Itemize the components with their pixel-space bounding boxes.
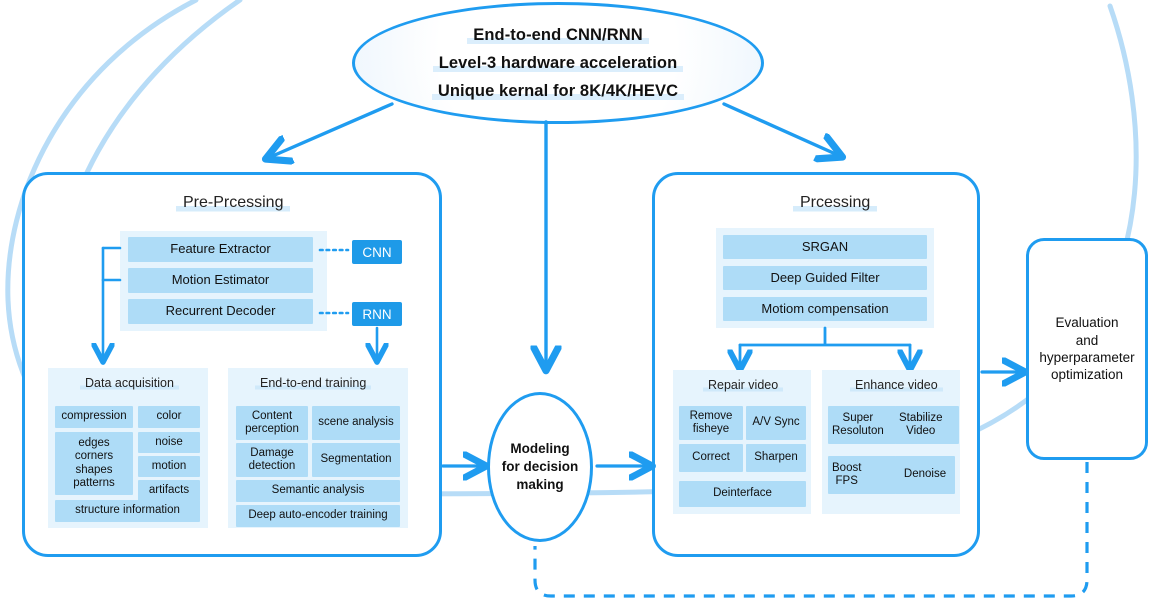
accent-cnn[interactable]: CNN bbox=[352, 240, 402, 264]
accent-rnn[interactable]: RNN bbox=[352, 302, 402, 326]
chip-noise[interactable]: noise bbox=[138, 432, 200, 453]
module-motion-estimator[interactable]: Motion Estimator bbox=[128, 268, 313, 293]
module-srgan[interactable]: SRGAN bbox=[723, 235, 927, 259]
module-motion-compensation[interactable]: Motiom compensation bbox=[723, 297, 927, 321]
chip-artifacts[interactable]: artifacts bbox=[138, 480, 200, 501]
chip-denoise[interactable]: Denoise bbox=[895, 456, 955, 494]
chip-super-resolution[interactable]: Super Resoluton bbox=[828, 406, 896, 444]
chip-compression[interactable]: compression bbox=[55, 406, 133, 428]
modeling-ellipse: Modeling for decision making bbox=[487, 392, 593, 542]
enhance-video-title: Enhance video bbox=[850, 378, 943, 392]
training-title: End-to-end training bbox=[255, 376, 372, 390]
chip-damage-detection[interactable]: Damage detection bbox=[236, 443, 308, 477]
hero-line-3: Unique kernal for 8K/4K/HEVC bbox=[431, 81, 685, 101]
hero-ellipse: End-to-end CNN/RNN Level-3 hardware acce… bbox=[352, 2, 764, 124]
module-recurrent-decoder[interactable]: Recurrent Decoder bbox=[128, 299, 313, 324]
chip-stabilize-video[interactable]: Stabilize Video bbox=[895, 406, 959, 444]
module-deep-guided-filter[interactable]: Deep Guided Filter bbox=[723, 266, 927, 290]
evaluation-label: Evaluation and hyperparameter optimizati… bbox=[1039, 315, 1135, 383]
chip-structure-information[interactable]: structure information bbox=[55, 500, 200, 522]
chip-segmentation[interactable]: Segmentation bbox=[312, 443, 400, 477]
chip-deep-auto-encoder-training[interactable]: Deep auto-encoder training bbox=[236, 505, 400, 527]
arrow-hero-to-processing bbox=[722, 102, 840, 156]
hero-line-1: End-to-end CNN/RNN bbox=[467, 25, 649, 45]
chip-remove-fisheye[interactable]: Remove fisheye bbox=[679, 406, 743, 440]
evaluation-box: Evaluation and hyperparameter optimizati… bbox=[1026, 238, 1148, 460]
arrow-hero-to-preprocessing bbox=[268, 102, 394, 158]
chip-scene-analysis[interactable]: scene analysis bbox=[312, 406, 400, 440]
hero-line-2: Level-3 hardware acceleration bbox=[432, 53, 684, 73]
preprocessing-title: Pre-Prcessing bbox=[176, 194, 291, 212]
chip-sharpen[interactable]: Sharpen bbox=[746, 444, 806, 472]
chip-edges-corners-shapes-patterns[interactable]: edges corners shapes patterns bbox=[55, 432, 133, 495]
chip-semantic-analysis[interactable]: Semantic analysis bbox=[236, 480, 400, 502]
chip-correct[interactable]: Correct bbox=[679, 444, 743, 472]
chip-av-sync[interactable]: A/V Sync bbox=[746, 406, 806, 440]
chip-color[interactable]: color bbox=[138, 406, 200, 428]
chip-deinterface[interactable]: Deinterface bbox=[679, 481, 806, 507]
modeling-label: Modeling for decision making bbox=[501, 441, 579, 492]
data-acquisition-title: Data acquisition bbox=[80, 376, 179, 390]
module-feature-extractor[interactable]: Feature Extractor bbox=[128, 237, 313, 262]
repair-video-title: Repair video bbox=[703, 378, 784, 392]
chip-boost-fps[interactable]: Boost FPS bbox=[828, 456, 896, 494]
chip-content-perception[interactable]: Content perception bbox=[236, 406, 308, 440]
processing-title: Prcessing bbox=[793, 194, 878, 212]
chip-motion[interactable]: motion bbox=[138, 456, 200, 477]
